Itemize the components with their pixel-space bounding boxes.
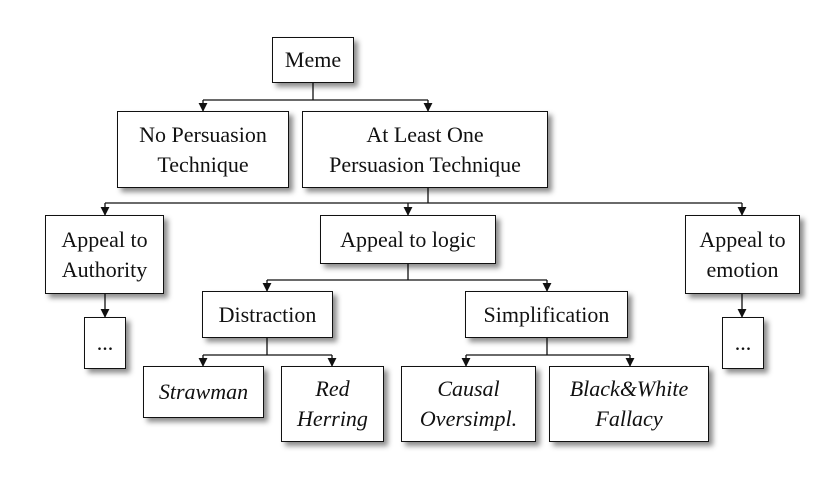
node-strawman: Strawman: [143, 366, 264, 418]
node-appeal-to-logic: Appeal to logic: [320, 215, 496, 264]
node-black-and-white-fallacy: Black&White Fallacy: [549, 366, 709, 442]
node-authority-ellipsis: ...: [84, 317, 126, 369]
node-simplification: Simplification: [465, 291, 628, 338]
node-distraction: Distraction: [202, 291, 333, 338]
node-red-herring: Red Herring: [281, 366, 384, 442]
node-emotion-ellipsis: ...: [722, 317, 764, 369]
node-no-persuasion-technique: No Persuasion Technique: [117, 111, 289, 188]
node-at-least-one-persuasion-technique: At Least One Persuasion Technique: [302, 111, 548, 188]
node-appeal-to-emotion: Appeal to emotion: [685, 215, 800, 294]
node-meme: Meme: [272, 37, 354, 83]
node-causal-oversimplification: Causal Oversimpl.: [401, 366, 536, 442]
node-appeal-to-authority: Appeal to Authority: [45, 215, 164, 294]
